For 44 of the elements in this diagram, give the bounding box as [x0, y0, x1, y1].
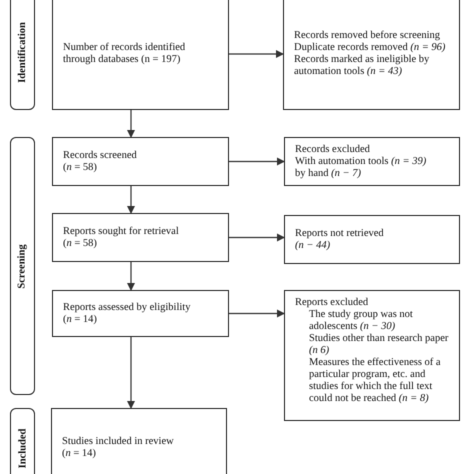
process-box [284, 290, 460, 421]
process-box [284, 137, 460, 186]
arrow [229, 310, 285, 318]
arrow [229, 158, 285, 166]
box-text: Records marked as ineligible by automation tools (n = 43) [294, 54, 430, 78]
process-box [283, 0, 460, 110]
box-text: (n = 14) [63, 314, 98, 326]
box-text: Reports not retrieved [295, 228, 385, 240]
box-text: Records screened [63, 150, 138, 162]
box-text: Studies other than research paper (n 6) [308, 333, 450, 357]
arrow [229, 234, 285, 242]
phase-label: Identification [17, 22, 28, 82]
box-text: Reports excluded [295, 297, 370, 309]
box-text: Records excluded [295, 144, 371, 156]
arrow [127, 337, 135, 409]
process-box [284, 215, 460, 264]
box-text: Measures the effectiveness of a particular program, etc. and studies for which the full text could not be reached (n = 8) [308, 357, 442, 405]
box-text: Studies included in review [62, 436, 175, 448]
box-text: (n = 58) [63, 238, 98, 250]
process-box [52, 290, 229, 337]
process-box [52, 137, 229, 186]
arrow [127, 186, 135, 214]
process-box [51, 408, 227, 474]
phase-band [10, 408, 35, 474]
box-text: (n = 14) [62, 448, 97, 460]
box-text: Reports assessed by eligibility [63, 302, 192, 314]
box-text: Records removed before screening [294, 30, 442, 42]
phase-label: Screening [17, 244, 28, 288]
process-box [52, 213, 229, 262]
process-box [52, 0, 229, 110]
box-text: Duplicate records removed (n = 96) [294, 42, 446, 54]
phase-label: Included [17, 428, 28, 468]
box-text: The study group was not adolescents (n − 30) [308, 309, 414, 333]
box-text: (n − 44) [295, 240, 332, 252]
arrow [127, 262, 135, 291]
box-text: With automation tools (n = 39) [295, 156, 428, 168]
phase-band [10, 0, 35, 110]
box-text: Number of records identified through databases (n = 197) [63, 42, 186, 66]
phase-band [10, 137, 35, 395]
box-text: (n = 58) [63, 162, 98, 174]
arrow [127, 110, 135, 138]
box-text: Reports sought for retrieval [63, 226, 180, 238]
arrow [229, 50, 284, 58]
box-text: by hand (n − 7) [295, 168, 362, 180]
